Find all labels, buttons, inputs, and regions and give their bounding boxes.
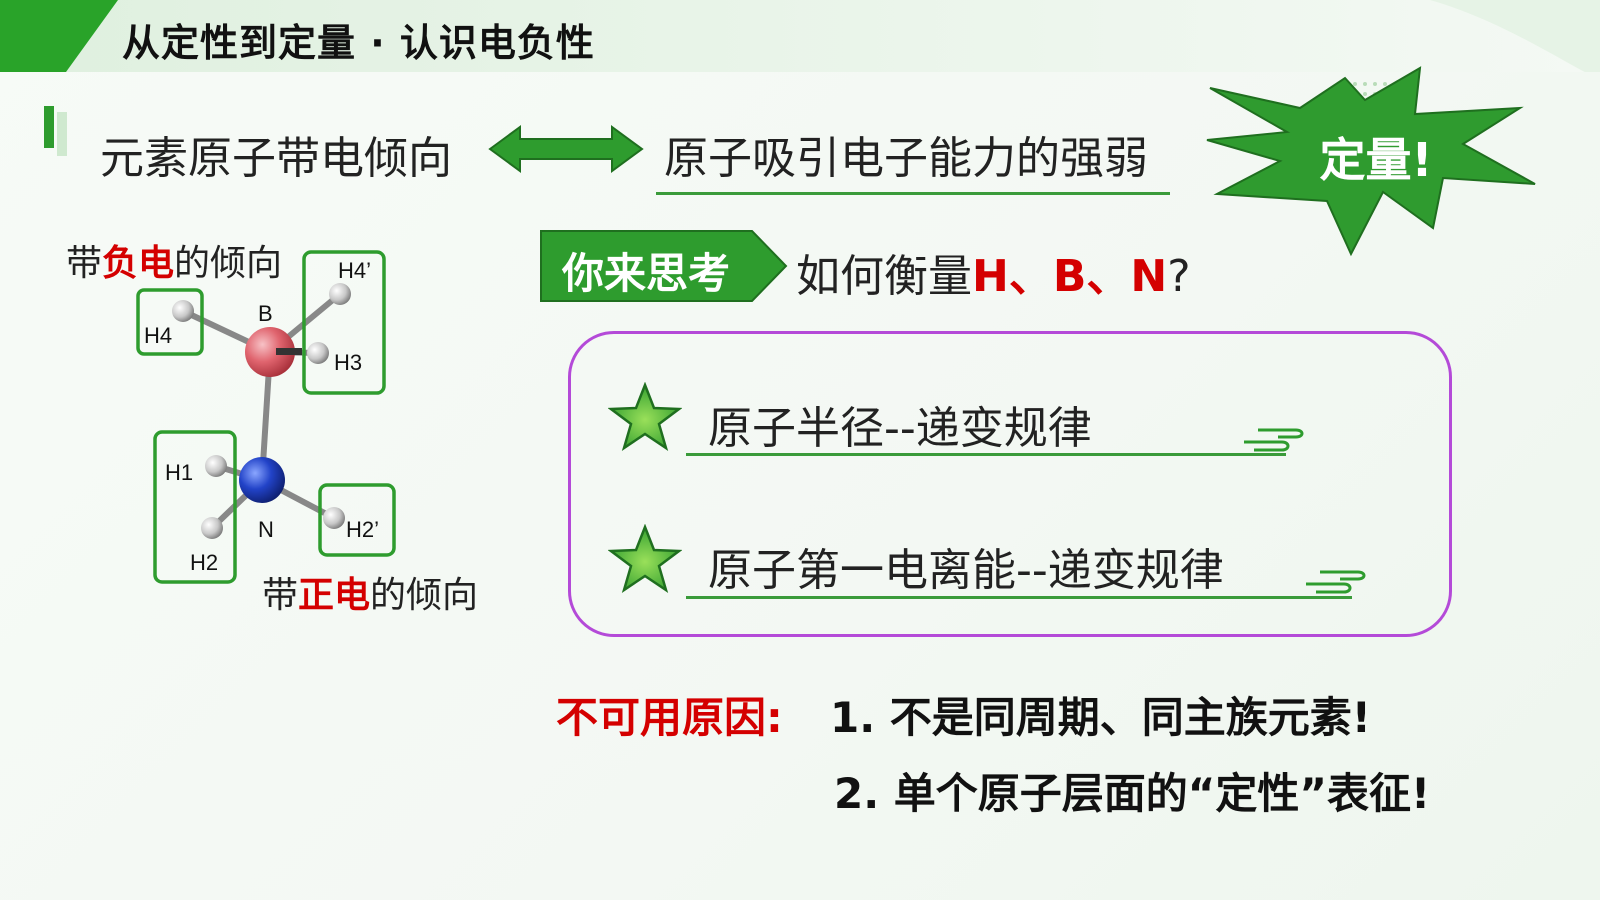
label-H4p: H4’ [338,258,371,283]
label-H4: H4 [144,323,172,348]
label-H1: H1 [165,460,193,485]
label-N: N [258,517,274,542]
h2-atom [201,517,223,539]
starburst-icon [1206,66,1536,257]
h4p-atom [329,283,351,305]
negative-charge-caption: 带负电的倾向 [66,243,283,284]
reason-line-1: 1. 不是同周期、同主族元素! [830,693,1371,742]
positive-charge-caption: 带正电的倾向 [262,575,479,616]
boron-atom [245,327,295,377]
think-badge [540,230,788,302]
h2p-atom [323,507,345,529]
concept-charge-tendency: 元素原子带电倾向 [100,133,452,184]
h4-atom [172,300,194,322]
label-H3: H3 [334,350,362,375]
star-icon [608,524,682,593]
reason-line-2: 2. 单个原子层面的“定性”表征! [834,769,1431,818]
concept-electron-attraction: 原子吸引电子能力的强弱 [664,133,1148,184]
think-question: 如何衡量H、B、N? [796,251,1191,302]
header-band [0,0,1600,72]
title-bar-mark [44,106,67,156]
option-underline [686,453,1286,456]
h3-atom [307,342,329,364]
options-box [568,331,1452,637]
ammonia-borane-molecule: B H4 H4’ H3 H1 N H2’ H2 [136,250,396,584]
h1-h2-box [153,430,237,584]
label-B: B [258,301,273,326]
reason-label: 不可用原因: [556,693,783,742]
h2p-box [318,483,396,557]
h4p-h3-box [302,250,386,395]
star-icon [608,382,682,451]
page-title: 从定性到定量 · 认识电负性 [122,21,595,65]
double-arrow-icon [488,125,644,173]
h4-box [136,288,204,356]
burst-label-quantitative: 定量! [1319,133,1433,187]
header-green-stripe [0,0,118,72]
option-first-ionization-energy: 原子第一电离能--递变规律 [708,545,1224,596]
option-underline [686,596,1352,599]
label-H2p: H2’ [346,517,379,542]
h1-atom [205,455,227,477]
option-atomic-radius: 原子半径--递变规律 [708,403,1092,454]
label-H2: H2 [190,550,218,575]
concept-underline [656,192,1170,195]
wave-lines-icon [1306,570,1366,594]
wave-lines-icon [1244,428,1304,452]
nitrogen-atom [239,457,285,503]
think-badge-label: 你来思考 [562,249,731,298]
